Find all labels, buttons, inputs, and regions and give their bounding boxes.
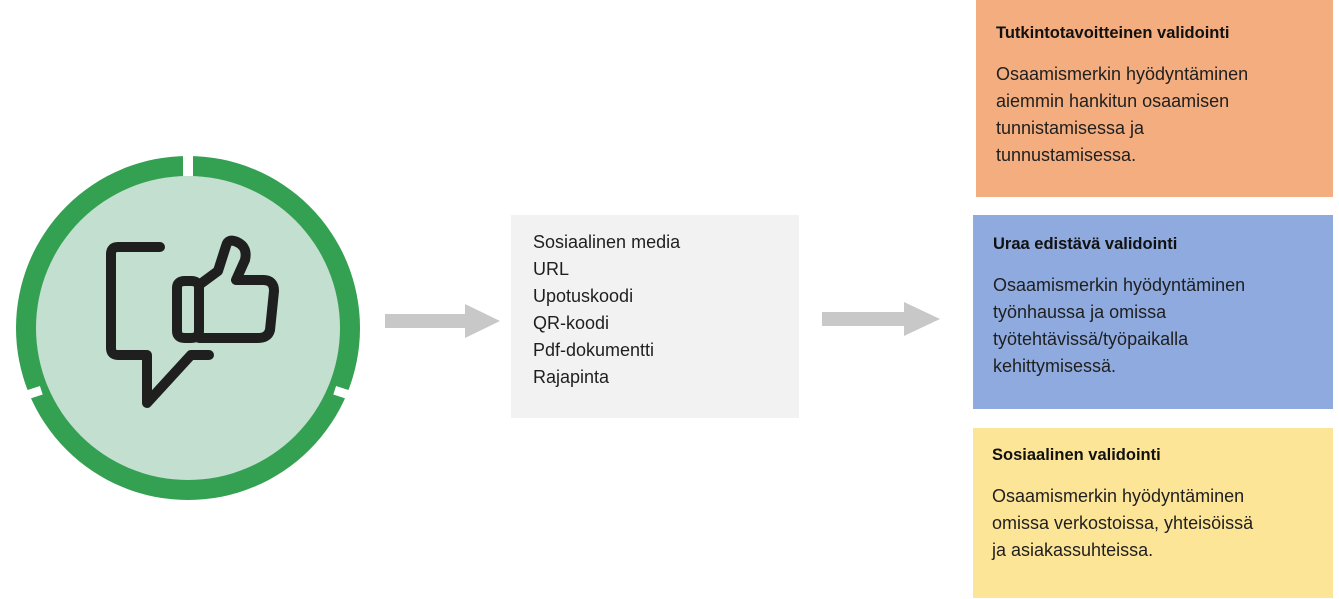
description-line: kehittymisessä.: [993, 356, 1117, 376]
channel-item: URL: [533, 259, 570, 279]
social-validation-title: Sosiaalinen validointi: [992, 446, 1161, 464]
arrow-right: [822, 302, 940, 336]
degree-validation-description: Osaamismerkin hyödyntäminen aiemmin hank…: [996, 61, 1333, 169]
ring-gap-left: [8, 385, 43, 406]
channel-item: Sosiaalinen media: [533, 232, 681, 252]
ring-gap-right: [333, 385, 368, 406]
career-validation-title: Uraa edistävä validointi: [993, 235, 1178, 253]
description-line: Osaamismerkin hyödyntäminen: [992, 486, 1245, 506]
description-line: työnhaussa ja omissa: [993, 302, 1167, 322]
thumbs-up-chat-icon: [106, 235, 279, 408]
sharing-channels-list: Sosiaalinen media URL Upotuskoodi QR-koo…: [533, 229, 799, 391]
badge-inner-circle: [36, 176, 340, 480]
channel-item: Upotuskoodi: [533, 286, 634, 306]
degree-validation-title: Tutkintotavoitteinen validointi: [996, 24, 1230, 42]
badge-circle: [8, 148, 368, 500]
channel-item: QR-koodi: [533, 313, 610, 333]
ring-gap-top: [183, 148, 193, 178]
description-line: aiemmin hankitun osaamisen: [996, 91, 1230, 111]
description-line: omissa verkostoissa, yhteisöissä: [992, 513, 1254, 533]
channel-item: Rajapinta: [533, 367, 610, 387]
description-line: tunnistamisessa ja: [996, 118, 1145, 138]
social-validation-box: Sosiaalinen validointi Osaamismerkin hyö…: [973, 428, 1333, 598]
degree-validation-box: Tutkintotavoitteinen validointi Osaamism…: [976, 0, 1333, 197]
sharing-channels-box: Sosiaalinen media URL Upotuskoodi QR-koo…: [511, 215, 799, 418]
arrow-right: [385, 304, 500, 338]
career-validation-description: Osaamismerkin hyödyntäminen työnhaussa j…: [993, 272, 1333, 380]
career-validation-box: Uraa edistävä validointi Osaamismerkin h…: [973, 215, 1333, 409]
description-line: Osaamismerkin hyödyntäminen: [993, 275, 1246, 295]
description-line: tunnustamisessa.: [996, 145, 1137, 165]
description-line: Osaamismerkin hyödyntäminen: [996, 64, 1249, 84]
social-validation-description: Osaamismerkin hyödyntäminen omissa verko…: [992, 483, 1333, 564]
description-line: ja asiakassuhteissa.: [992, 540, 1154, 560]
description-line: työtehtävissä/työpaikalla: [993, 329, 1189, 349]
channel-item: Pdf-dokumentti: [533, 340, 655, 360]
